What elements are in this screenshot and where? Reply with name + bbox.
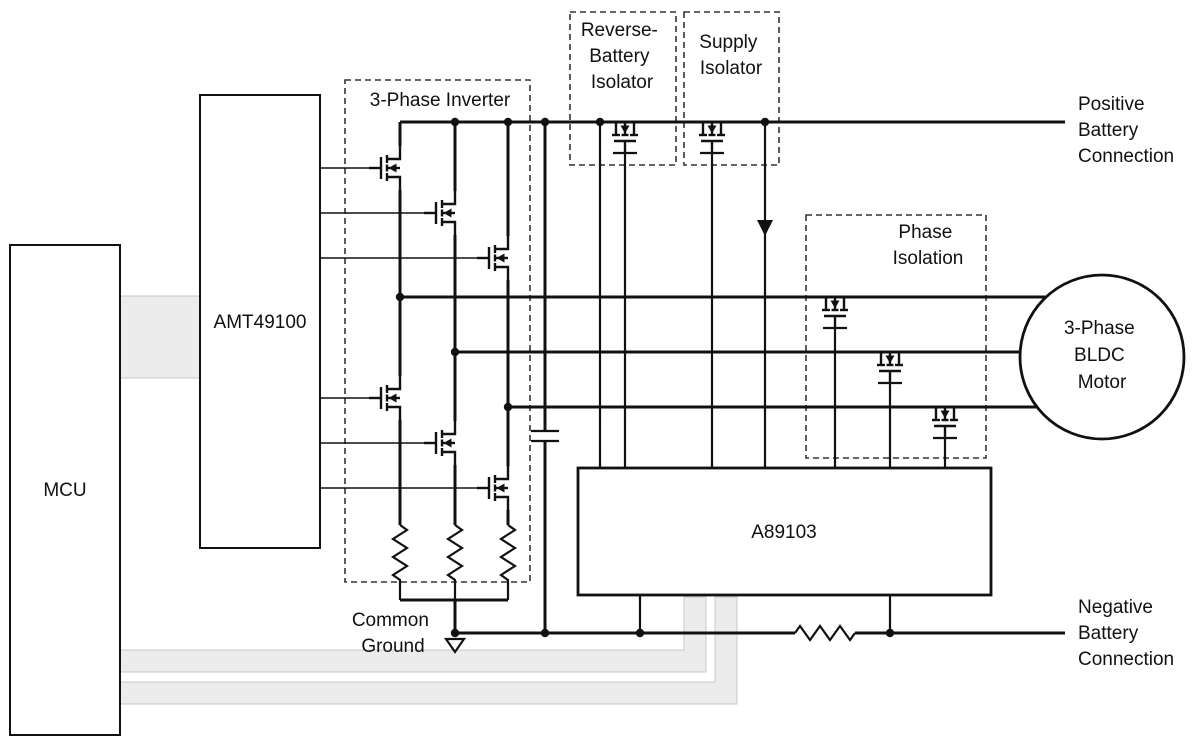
amt49100-label: AMT49100 — [214, 312, 307, 333]
mosfet-low-b — [422, 419, 457, 467]
common-ground-label: Common Ground — [352, 610, 434, 657]
a89103-label: A89103 — [751, 522, 817, 543]
negative-battery-label: Negative Battery Connection — [1078, 597, 1174, 670]
mosfet-high-b — [422, 189, 457, 237]
mosfet-low-c — [475, 464, 510, 512]
positive-battery-label: Positive Battery Connection — [1078, 94, 1174, 167]
junction-dots — [395, 117, 895, 638]
phase-isolation-label: Phase Isolation — [893, 222, 964, 269]
motor-circle — [1018, 273, 1186, 441]
reverse-isolator-outline — [569, 11, 677, 166]
reverse-isolator-label: Reverse- Battery Isolator — [581, 20, 663, 93]
diode-marker-icon — [757, 220, 773, 236]
supply-isolator-label: Supply Isolator — [699, 32, 763, 79]
inverter-outline — [344, 79, 531, 583]
mosfet-high-a — [367, 144, 402, 192]
mcu-label: MCU — [43, 480, 86, 501]
gate-drive-wires — [320, 167, 477, 489]
mosfet-phase-isolation-a — [811, 295, 859, 330]
mcu-amt-bus — [119, 295, 201, 379]
phase-isolation-outline — [805, 214, 987, 459]
inverter-label: 3-Phase Inverter — [370, 90, 511, 111]
motor-label: 3-Phase BLDC Motor — [1064, 318, 1140, 393]
a89103-block — [576, 466, 993, 597]
mosfet-phase-isolation-b — [866, 350, 914, 385]
amt49100-block — [199, 94, 321, 549]
mosfet-low-a — [367, 374, 402, 422]
mcu-block — [9, 244, 121, 736]
supply-isolator-outline — [683, 11, 780, 166]
mosfet-reverse-battery-isolator — [601, 120, 649, 155]
sense-resistors — [390, 524, 518, 600]
ground-symbol-icon — [443, 637, 467, 654]
mosfet-phase-isolation-c — [921, 405, 969, 440]
mosfet-high-c — [475, 234, 510, 282]
mosfet-supply-isolator — [688, 120, 736, 155]
signal-buses — [119, 295, 738, 705]
